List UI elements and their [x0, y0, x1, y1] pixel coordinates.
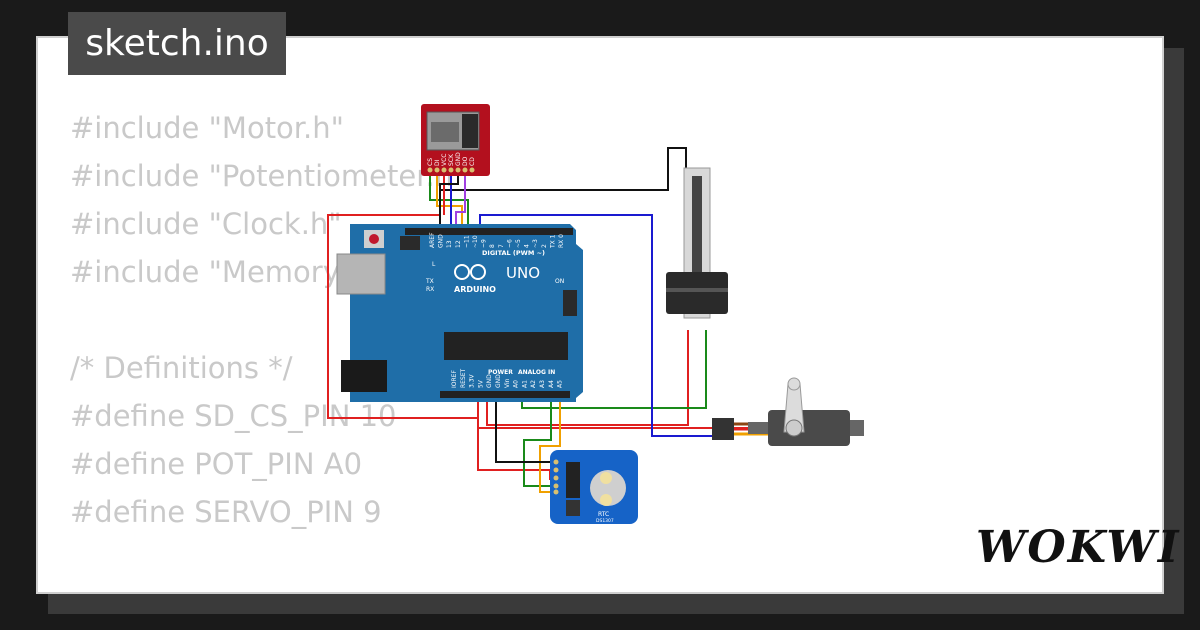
pin-label: 12	[455, 240, 462, 248]
pin-label: A5	[557, 380, 564, 388]
pin-label: A4	[548, 380, 555, 388]
pin-label: GND	[486, 374, 493, 388]
l-label: L	[432, 261, 436, 268]
icsp-header-top	[400, 236, 420, 250]
pin-label: ~6	[506, 239, 513, 248]
pin-label: ~5	[515, 239, 522, 248]
filename-tab[interactable]: sketch.ino	[68, 12, 286, 75]
code-line: /* Definitions */	[70, 351, 293, 385]
power-jack	[341, 360, 387, 392]
filename-label: sketch.ino	[85, 23, 269, 64]
pin-label: RX 0	[558, 234, 565, 248]
wire-sd-gnd[interactable]	[439, 170, 459, 230]
arduino-uno-board[interactable]: DIGITAL (PWM ~) L TX RX ON UNO ARDUINO P…	[336, 224, 583, 402]
wires	[327, 147, 770, 493]
tx-label: TX	[425, 278, 434, 285]
reset-button-cap	[369, 234, 379, 244]
code-preview: #include "Motor.h" #include "Potentiomet…	[70, 104, 467, 592]
code-line: #include "Potentiometer.h"	[70, 159, 467, 193]
rtc-chip-label: DS1307	[596, 518, 614, 524]
potentiometer-knob[interactable]	[666, 272, 728, 314]
servo-motor[interactable]	[712, 377, 864, 446]
atmega-chip	[444, 332, 568, 360]
servo-connector	[712, 418, 734, 440]
arduino-infinity-right	[470, 264, 486, 280]
wire-green-a0[interactable]	[521, 330, 707, 409]
icsp-header-right	[563, 290, 577, 316]
pin-label: GND	[495, 374, 502, 388]
pin-label: 4	[524, 244, 531, 248]
code-line: #include "Motor.h"	[70, 111, 344, 145]
rtc-label: RTC	[598, 511, 609, 518]
wire-red-5v[interactable]	[327, 214, 750, 429]
wire-green-rtc[interactable]	[523, 398, 552, 487]
pin-label: DI	[434, 159, 441, 166]
analog-label: ANALOG IN	[518, 369, 555, 376]
pin-label: GND	[455, 152, 462, 166]
usb-connector	[336, 253, 386, 295]
pin-label: 8	[489, 244, 496, 248]
wire-blue-servo[interactable]	[479, 214, 720, 437]
wire-red-pot[interactable]	[486, 330, 689, 426]
pin-label: 7	[498, 244, 505, 248]
wire-sd-cs[interactable]	[429, 170, 469, 230]
sd-pins	[427, 167, 475, 173]
pin-label: CD	[469, 157, 476, 166]
pin-label: A1	[521, 380, 528, 388]
code-line: #define POT_PIN A0	[70, 447, 363, 481]
power-label: POWER	[488, 369, 513, 376]
pin-label: 13	[446, 240, 453, 248]
code-line: /* Global variables */	[70, 591, 371, 592]
code-line: #define SD_CS_PIN 10	[70, 399, 397, 433]
rtc-module[interactable]: RTC DS1307	[550, 450, 638, 524]
pin-label: 2	[541, 244, 548, 248]
pin-label: ~10	[472, 235, 479, 248]
pin-label: ~9	[481, 239, 488, 248]
pin-label: GND	[438, 234, 445, 248]
code-line: #include "Clock.h"	[70, 207, 342, 241]
pin-label: 5V	[477, 379, 484, 388]
rtc-pins	[553, 459, 559, 495]
code-line: #define SERVO_PIN 9	[70, 495, 382, 529]
pin-label: A3	[539, 380, 546, 388]
pin-label: VCC	[441, 154, 448, 166]
wire-black-gnd[interactable]	[495, 398, 552, 463]
pin-label: DO	[462, 156, 469, 166]
pin-label: TX 1	[549, 234, 556, 249]
model-label: UNO	[506, 264, 540, 282]
pin-label: ~11	[463, 235, 470, 248]
pin-label: Vin	[504, 378, 511, 388]
slide-potentiometer[interactable]	[666, 167, 728, 319]
arduino-infinity-left	[454, 264, 470, 280]
pin-label: ~3	[532, 239, 539, 248]
pin-label: CS	[427, 158, 434, 166]
pin-label: IOREF	[451, 370, 458, 388]
pin-label: RESET	[460, 368, 467, 388]
digital-label: DIGITAL (PWM ~)	[482, 249, 545, 257]
pin-label: 3.3V	[469, 373, 476, 388]
top-header	[405, 228, 573, 235]
wire-orange-rtc[interactable]	[539, 398, 561, 493]
arduino-logo-text: ARDUINO	[454, 285, 496, 294]
wire-sd-do[interactable]	[455, 170, 466, 230]
wokwi-logo: WOKWI	[976, 522, 1181, 573]
wire-sd-di[interactable]	[436, 170, 463, 230]
preview-card: #include "Motor.h" #include "Potentiomet…	[36, 36, 1164, 594]
bottom-header	[440, 391, 570, 398]
pin-label: SCK	[448, 153, 455, 166]
on-label: ON	[555, 278, 564, 285]
pin-label: A2	[530, 380, 537, 388]
pin-label: A0	[513, 380, 520, 388]
pin-label: AREF	[429, 232, 436, 248]
rx-label: RX	[426, 286, 434, 293]
